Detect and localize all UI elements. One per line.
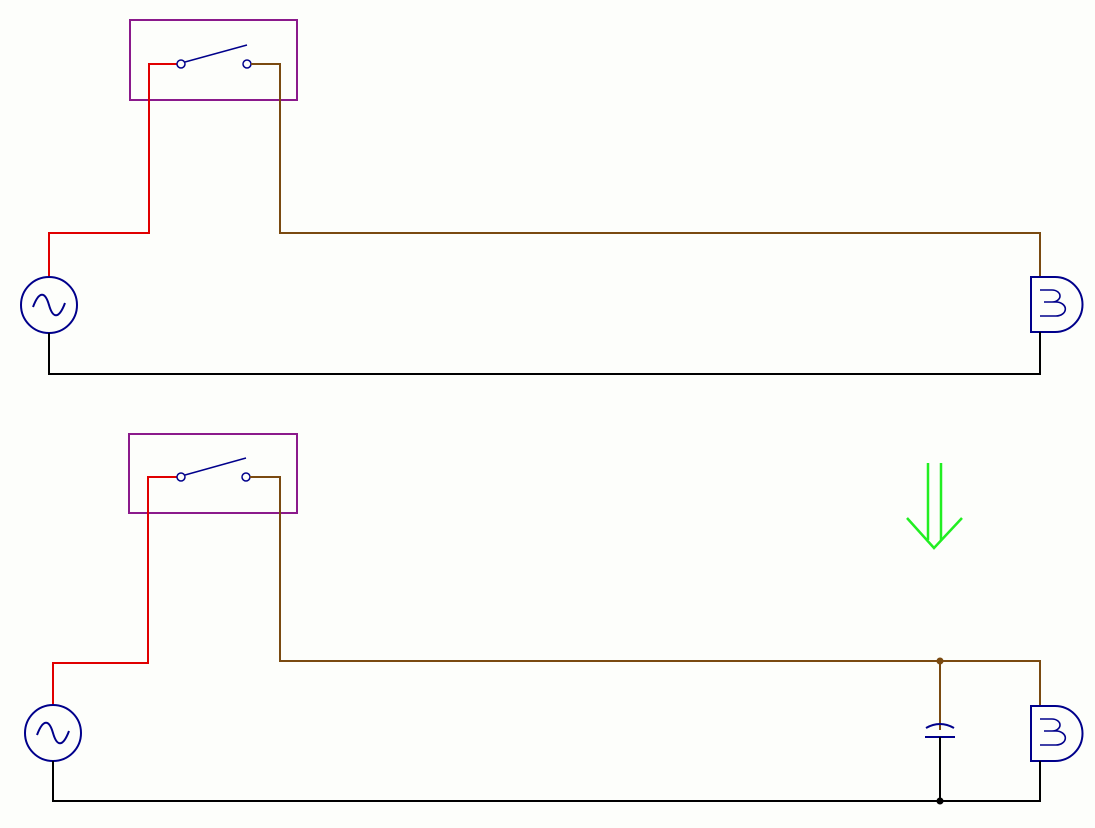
neutral-wire xyxy=(52,761,1041,802)
switched-wire xyxy=(251,63,1041,278)
lamp-icon xyxy=(1030,276,1084,333)
double-down-arrow-icon xyxy=(906,463,963,550)
live-wire xyxy=(48,63,181,276)
switched-wire xyxy=(250,476,1041,706)
junction-dot-top xyxy=(936,657,944,665)
switch-box xyxy=(128,433,298,514)
lamp-icon xyxy=(1030,705,1084,762)
original-circuit xyxy=(20,19,1084,375)
live-wire xyxy=(52,476,181,705)
switch-icon xyxy=(176,457,251,482)
ac-source-icon xyxy=(24,704,82,762)
capacitor-icon xyxy=(925,723,955,801)
modified-circuit xyxy=(24,433,1084,805)
ac-source-icon xyxy=(20,276,78,334)
switch-icon xyxy=(176,44,252,69)
switch-box xyxy=(129,19,298,101)
neutral-wire xyxy=(48,332,1041,375)
